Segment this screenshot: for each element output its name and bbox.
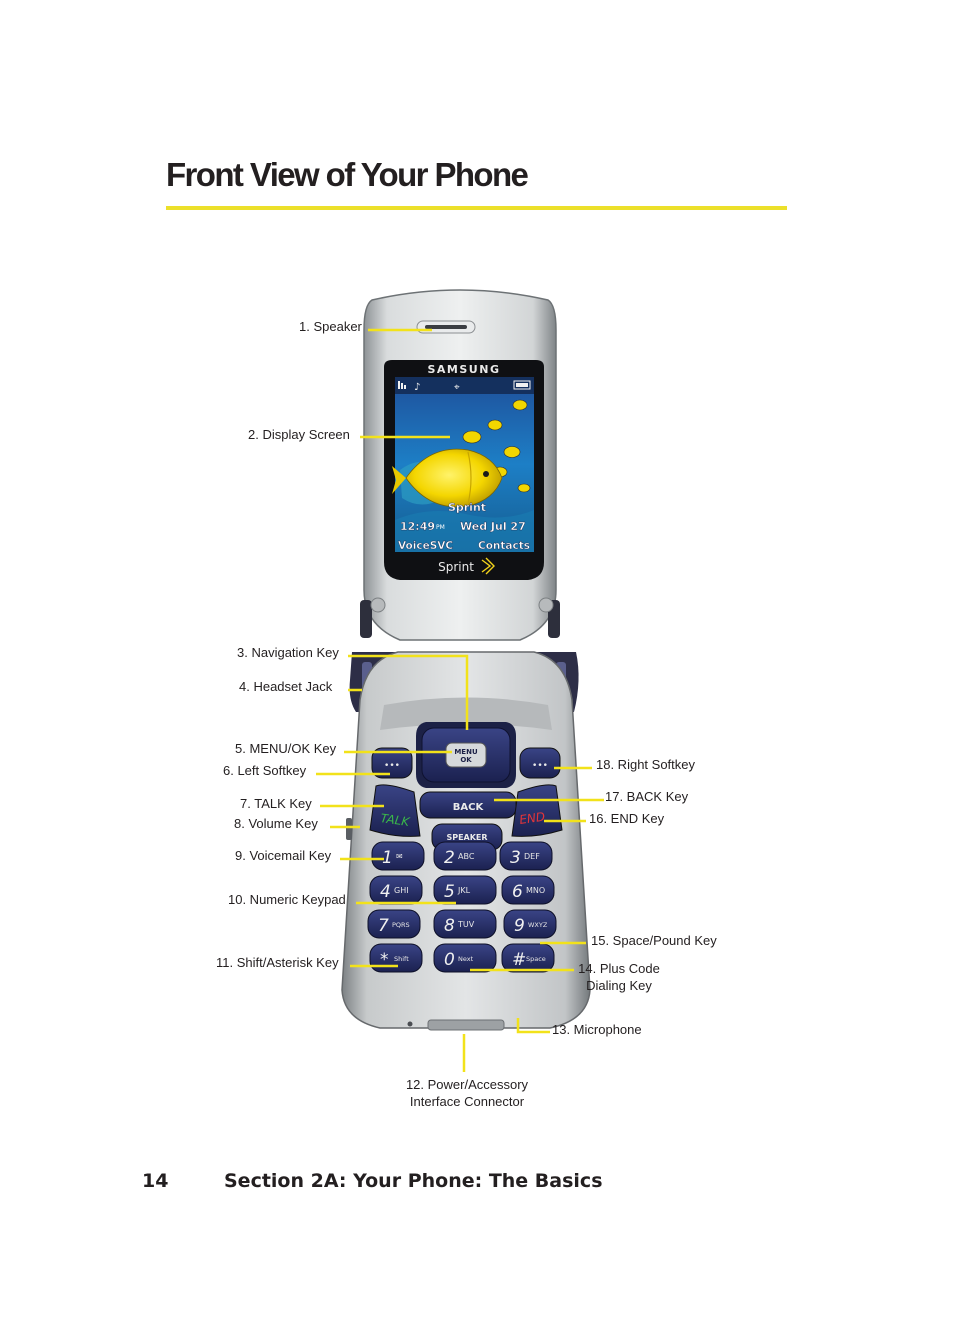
callout-end-key: 16. END Key bbox=[589, 811, 665, 826]
brand-logo: SAMSUNG bbox=[428, 363, 501, 376]
talk-key-label: TALK bbox=[380, 811, 412, 829]
leader-microphone bbox=[516, 1018, 550, 1034]
key-digit: # bbox=[512, 950, 526, 970]
key-digit: 2 bbox=[444, 848, 455, 868]
callout-volume-key: 8. Volume Key bbox=[234, 816, 318, 831]
display-screen: ♪ ⌖ Sprint 12:49 PM Wed Jul 27 VoiceSVC … bbox=[392, 377, 534, 552]
key-letters: Space bbox=[526, 955, 546, 963]
screen-left-softkey: VoiceSVC bbox=[398, 540, 453, 552]
screen-time: 12:49 bbox=[400, 520, 435, 533]
key-letters: Shift bbox=[394, 955, 409, 963]
callout-headset-jack: 4. Headset Jack bbox=[239, 679, 333, 694]
volume-key[interactable] bbox=[346, 818, 352, 840]
left-softkey[interactable]: ••• bbox=[371, 747, 413, 779]
callout-talk-key: 7. TALK Key bbox=[240, 796, 312, 811]
page-title: Front View of Your Phone bbox=[166, 156, 529, 193]
key-letters: Next bbox=[458, 955, 474, 963]
key-pound[interactable]: #Space bbox=[501, 943, 555, 973]
key-digit: 9 bbox=[514, 916, 525, 936]
key-digit: 4 bbox=[380, 882, 391, 902]
key-digit: 0 bbox=[444, 950, 455, 970]
svg-text:♪: ♪ bbox=[414, 382, 420, 393]
leader-navigation bbox=[348, 654, 469, 730]
section-title: Section 2A: Your Phone: The Basics bbox=[224, 1170, 603, 1192]
back-key-label: BACK bbox=[453, 802, 485, 813]
callout-display-screen: 2. Display Screen bbox=[248, 427, 350, 442]
key-letters: TUV bbox=[457, 920, 475, 929]
key-letters: ABC bbox=[458, 852, 475, 861]
callout-plus-code: 14. Plus Code Dialing Key bbox=[570, 960, 668, 994]
end-key-label: END bbox=[518, 810, 546, 827]
key-digit: 8 bbox=[444, 916, 455, 936]
key-digit: 7 bbox=[378, 916, 389, 936]
callout-left-softkey: 6. Left Softkey bbox=[223, 763, 307, 778]
fish-graphic bbox=[392, 448, 503, 508]
key-letters: JKL bbox=[457, 886, 471, 895]
menu-ok-key[interactable]: MENU OK bbox=[445, 742, 487, 768]
screen-carrier: Sprint bbox=[448, 501, 486, 514]
left-softkey-dots: ••• bbox=[384, 761, 400, 771]
ok-key-label: OK bbox=[460, 756, 472, 764]
right-softkey[interactable]: ••• bbox=[519, 747, 561, 779]
carrier-logo: Sprint bbox=[438, 560, 474, 574]
key-digit: 3 bbox=[510, 848, 521, 868]
key-letters: WXYZ bbox=[528, 921, 548, 929]
menu-key-label: MENU bbox=[454, 748, 478, 756]
key-letters: GHI bbox=[394, 886, 409, 895]
callout-shift-asterisk-key: 11. Shift/Asterisk Key bbox=[216, 955, 339, 970]
callout-right-softkey: 18. Right Softkey bbox=[596, 757, 695, 772]
callout-microphone: 13. Microphone bbox=[552, 1022, 642, 1037]
back-key[interactable]: BACK bbox=[419, 791, 517, 819]
key-digit: 5 bbox=[444, 882, 455, 902]
key-1[interactable]: 1✉ bbox=[371, 841, 425, 871]
callout-space-pound-key: 15. Space/Pound Key bbox=[591, 933, 717, 948]
screen-right-softkey: Contacts bbox=[478, 540, 530, 552]
end-key[interactable]: END bbox=[511, 784, 563, 837]
key-digit: * bbox=[380, 950, 389, 970]
page-number: 14 bbox=[142, 1170, 169, 1192]
svg-text:⌖: ⌖ bbox=[454, 382, 460, 393]
screen-date: Wed Jul 27 bbox=[460, 520, 526, 533]
callout-plus-code-line1: 14. Plus Code bbox=[578, 961, 660, 976]
callout-speaker: 1. Speaker bbox=[299, 319, 362, 334]
talk-key[interactable]: TALK bbox=[369, 784, 421, 837]
speaker-key-label: SPEAKER bbox=[446, 833, 487, 842]
key-digit: 1 bbox=[382, 848, 393, 868]
callout-back-key: 17. BACK Key bbox=[605, 789, 689, 804]
callout-plus-code-line2: Dialing Key bbox=[586, 978, 652, 993]
key-digit: 6 bbox=[512, 882, 523, 902]
key-letters: PQRS bbox=[392, 921, 410, 929]
callout-numeric-keypad: 10. Numeric Keypad bbox=[228, 892, 346, 907]
callout-power-connector-line1: 12. Power/Accessory bbox=[405, 1077, 529, 1092]
right-softkey-dots: ••• bbox=[532, 761, 548, 771]
key-letters: MNO bbox=[526, 886, 545, 895]
callout-menu-ok-key: 5. MENU/OK Key bbox=[235, 741, 337, 756]
screen-ampm: PM bbox=[436, 524, 445, 531]
callout-navigation-key: 3. Navigation Key bbox=[237, 645, 339, 660]
callout-power-connector: 12. Power/Accessory Interface Connector bbox=[384, 1076, 550, 1110]
key-letters: DEF bbox=[524, 852, 540, 861]
callout-power-connector-line2: Interface Connector bbox=[409, 1094, 525, 1109]
key-letters: ✉ bbox=[396, 852, 403, 861]
title-rule bbox=[166, 206, 787, 210]
callout-voicemail-key: 9. Voicemail Key bbox=[235, 848, 332, 863]
